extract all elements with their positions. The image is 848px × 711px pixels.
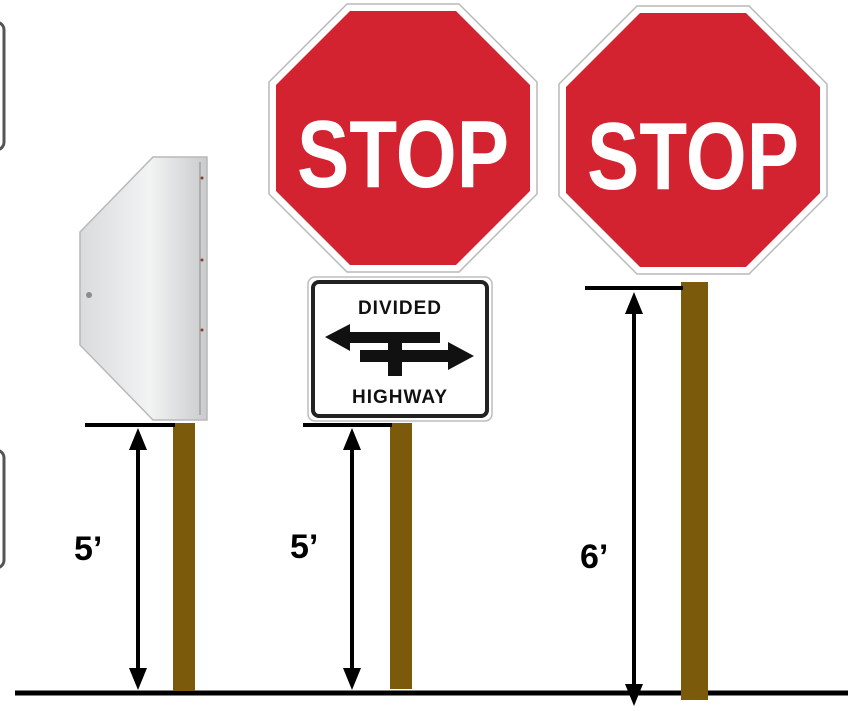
stop-sign-2: STOP [558,5,828,275]
stop-legend: STOP [297,101,509,208]
sign-assembly-1: 5’ [74,156,208,691]
plaque-line-2: HIGHWAY [352,387,448,408]
left-edge-cropped-object-top [0,21,6,151]
left-edge-cropped-object-bottom [0,449,6,569]
sign-post [173,423,195,691]
height-dimension-arrow [625,292,643,706]
divided-highway-plaque: DIVIDED HIGHWAY [307,276,493,422]
sign-assembly-2: STOP DIVIDED HIGHWAY 5’ [268,3,538,690]
stop-legend: STOP [587,103,799,210]
height-dimension-arrow [129,428,147,690]
height-dimension-arrow [343,428,361,690]
height-label-3: 6’ [580,538,608,576]
stop-sign-back [79,156,208,421]
height-label-1: 5’ [74,530,102,568]
height-label-2: 5’ [290,528,318,566]
sign-post [390,423,412,689]
divided-highway-arrows-icon [325,324,474,376]
sign-assembly-3: STOP 6’ [558,5,828,706]
sign-post [681,282,708,700]
plaque-line-1: DIVIDED [358,298,442,319]
stop-sign-1: STOP [268,3,538,273]
